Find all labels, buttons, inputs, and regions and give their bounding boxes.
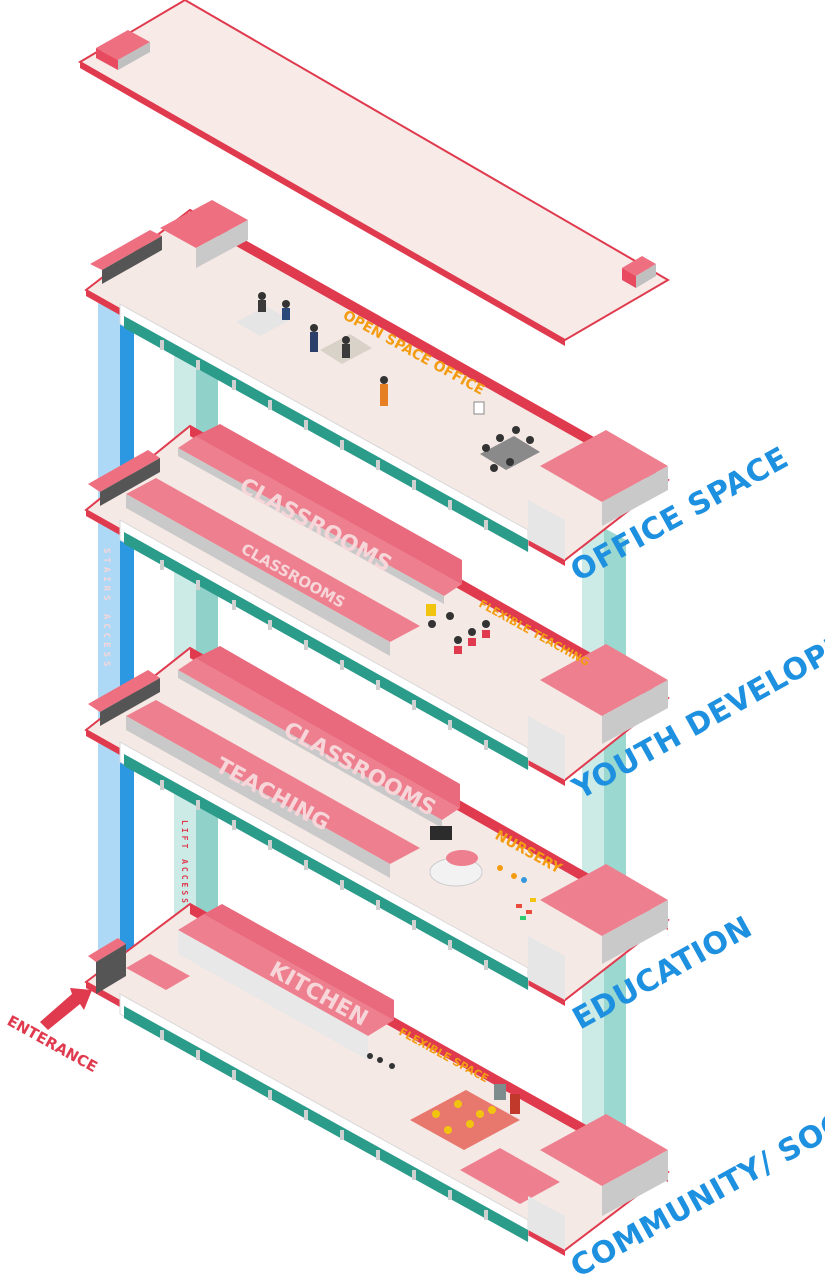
entrance-arrow xyxy=(40,988,92,1030)
flexible-space-furniture xyxy=(367,1053,520,1150)
office-workstations xyxy=(236,292,540,472)
roof-box-right xyxy=(622,256,656,288)
roof-slab xyxy=(78,0,670,346)
flexible-teaching-people xyxy=(426,604,490,654)
floor-community xyxy=(84,902,670,1256)
floor-office xyxy=(84,200,670,566)
right-core-shaft xyxy=(582,528,626,1182)
label-stairs-access: STAIRS ACCESS xyxy=(101,548,111,670)
stairs-shaft xyxy=(98,268,134,984)
floor-education xyxy=(84,646,670,1006)
roof-box-left xyxy=(96,30,150,70)
nursery-furniture xyxy=(429,826,536,920)
floor-youth xyxy=(84,424,670,786)
label-lift-access: LIFT ACCESS xyxy=(180,820,189,906)
